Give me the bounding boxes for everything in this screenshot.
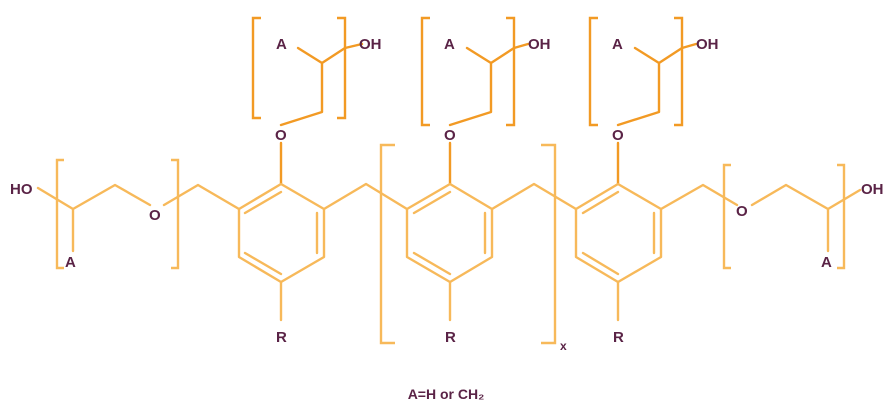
benzene-ring-1 — [237, 182, 326, 284]
benzene-ring-2 — [405, 182, 494, 284]
top-chain-1 — [251, 16, 364, 127]
benzene-ring-3 — [574, 182, 663, 284]
r-group-3: R — [613, 329, 624, 346]
phenolic-o-2: O — [444, 127, 456, 144]
top-a-3: A — [612, 36, 623, 53]
top-chain-3 — [588, 16, 698, 127]
top-chain-1-bracket-right — [337, 16, 347, 120]
top-chain-3-bracket-right — [674, 16, 684, 127]
caption: A=H or CH₂ — [407, 386, 485, 402]
top-a-2: A — [444, 36, 455, 53]
top-chain-3-bonds — [616, 42, 698, 127]
r-group-bonds — [279, 280, 620, 322]
phenolic-o-3: O — [612, 127, 624, 144]
top-chain-2-bracket-left — [420, 16, 430, 127]
top-chain-1-bracket-left — [251, 16, 261, 120]
top-oh-3: OH — [696, 36, 719, 53]
right-o: O — [736, 203, 748, 220]
left-o: O — [149, 207, 161, 224]
right-a: A — [821, 254, 832, 271]
phenolic-o-1: O — [275, 127, 287, 144]
left-ho: HO — [10, 181, 33, 198]
left-chain — [36, 158, 241, 270]
r-group-2: R — [445, 329, 456, 346]
top-oh-2: OH — [528, 36, 551, 53]
phenolic-o-bonds — [279, 141, 620, 186]
top-chain-2-bonds — [448, 42, 530, 127]
repeat-subscript-x: x — [560, 339, 567, 353]
top-chain-2 — [420, 16, 530, 127]
right-oh: OH — [861, 181, 884, 198]
repeat-bracket-left — [379, 143, 395, 345]
repeat-bracket-right — [541, 143, 557, 345]
top-a-1: A — [276, 36, 287, 53]
methylene-bridges — [322, 182, 578, 211]
top-chain-1-bonds — [279, 42, 364, 127]
top-chain-2-bracket-right — [506, 16, 516, 127]
top-chain-3-bracket-left — [588, 16, 598, 127]
left-a: A — [65, 254, 76, 271]
r-group-1: R — [276, 329, 287, 346]
right-chain — [659, 163, 862, 270]
top-oh-1: OH — [359, 36, 382, 53]
